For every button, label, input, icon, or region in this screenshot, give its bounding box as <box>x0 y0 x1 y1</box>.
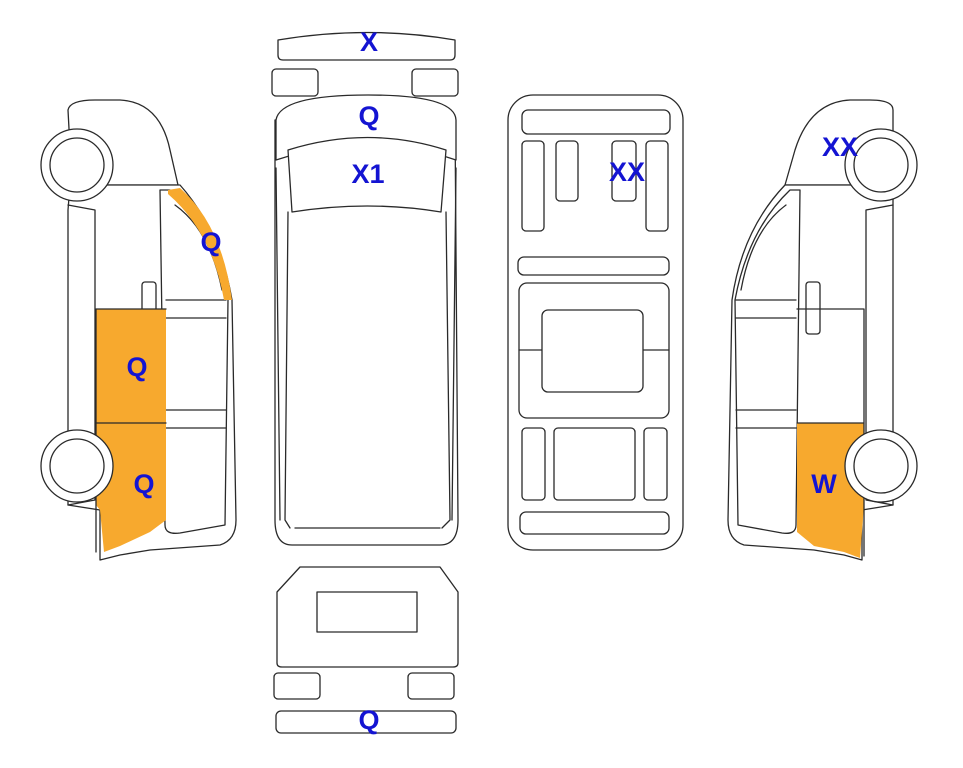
left-front-door-label: Q <box>126 352 147 382</box>
windshield-label: X1 <box>351 159 384 189</box>
top-view <box>271 31 459 546</box>
under-front-middle-label: XX <box>609 157 645 187</box>
right-rear-lower-label: W <box>811 469 837 499</box>
left-side-view <box>40 99 237 561</box>
underside-view <box>507 94 684 551</box>
rear-bumper-label: Q <box>358 705 379 735</box>
left-front-door-frame-panel <box>168 188 232 300</box>
rear-view <box>273 566 459 734</box>
rear-bumper-panel <box>275 710 457 734</box>
left-front-door-panel <box>96 309 166 423</box>
left-front-lower-label: Q <box>133 469 154 499</box>
right-rear-upper-label: XX <box>822 132 858 162</box>
under-front-middle-panel <box>611 140 637 202</box>
front-bumper-label: X <box>360 27 378 57</box>
front-bumper-panel <box>277 31 456 61</box>
left-front-lower-panel <box>96 423 166 552</box>
right-side-view <box>727 99 918 561</box>
windshield-panel <box>287 136 447 213</box>
hood-label: Q <box>358 101 379 131</box>
left-front-door-frame-label: Q <box>200 227 221 257</box>
damage-labels: X Q X1 Q Q Q XX XX W Q <box>126 27 858 735</box>
